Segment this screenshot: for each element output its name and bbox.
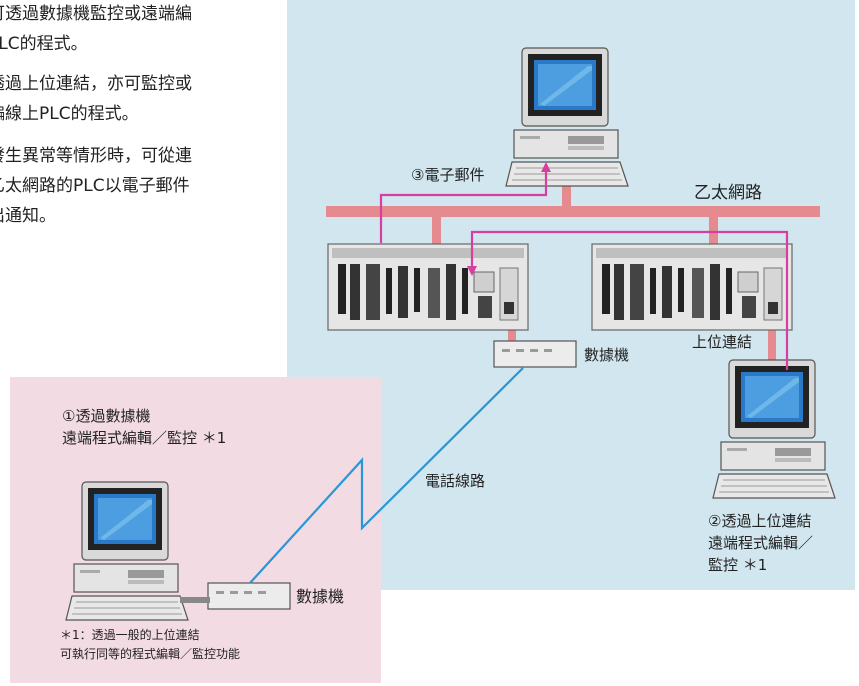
plc-left-drop xyxy=(432,216,441,246)
bullet-2-line-1: 透過上位連結，亦可監控或 xyxy=(0,74,192,94)
email-path xyxy=(379,170,548,243)
email-label: ③電子郵件 xyxy=(411,166,485,184)
host-link-label: 上位連結 xyxy=(692,333,753,351)
plc-left-icon xyxy=(327,243,529,331)
host-link-caption-3: 監控 ＊1 xyxy=(708,556,768,574)
top-computer-icon xyxy=(505,47,629,187)
feature-bullets: 可透過數據機監控或遠端編 PLC的程式。 透過上位連結，亦可監控或 編線上PLC… xyxy=(0,0,262,240)
remote-computer-icon xyxy=(65,481,189,621)
host-link-caption-1: ②透過上位連結 xyxy=(708,512,812,530)
bullet-2-line-2: 編線上PLC的程式。 xyxy=(0,104,139,124)
modem-top-label: 數據機 xyxy=(584,346,630,364)
remote-modem-title-1: ①透過數據機 xyxy=(62,407,151,425)
email-arrow-icon xyxy=(541,162,551,172)
modem-bottom-label: 數據機 xyxy=(296,587,345,606)
ethernet-label: 乙太網路 xyxy=(694,183,762,203)
host-link-arrow-icon xyxy=(467,266,477,276)
host-link-path xyxy=(470,230,789,370)
phone-line-label: 電話線路 xyxy=(425,472,486,490)
host-link-caption-2: 遠端程式編輯／ xyxy=(708,534,814,552)
footnote-line-1: ＊1：透過一般的上位連結 xyxy=(60,628,200,642)
bullet-3-line-1: 發生異常等情形時，可從連 xyxy=(0,146,192,166)
phone-line xyxy=(249,367,524,584)
ethernet-bus xyxy=(326,206,820,217)
modem-bottom-icon xyxy=(207,582,291,610)
pc-modem-cable xyxy=(180,597,210,603)
modem-top-icon xyxy=(493,340,577,368)
plc-right-icon xyxy=(591,243,793,331)
remote-modem-title-2: 遠端程式編輯／監控 ＊1 xyxy=(62,429,227,447)
host-link-cable xyxy=(768,306,776,370)
bullet-3-line-3: 出通知。 xyxy=(0,206,56,226)
footnote-line-2: 可執行同等的程式編輯／監控功能 xyxy=(60,647,241,661)
remote-site-panel xyxy=(10,377,381,683)
bullet-3-line-2: 乙太網路的PLC以電子郵件 xyxy=(0,176,190,196)
bullet-1-line-1: 可透過數據機監控或遠端編 xyxy=(0,4,192,24)
host-link-computer-icon xyxy=(712,359,836,499)
pc-top-drop xyxy=(562,176,571,208)
bullet-1-line-2: PLC的程式。 xyxy=(0,34,88,54)
